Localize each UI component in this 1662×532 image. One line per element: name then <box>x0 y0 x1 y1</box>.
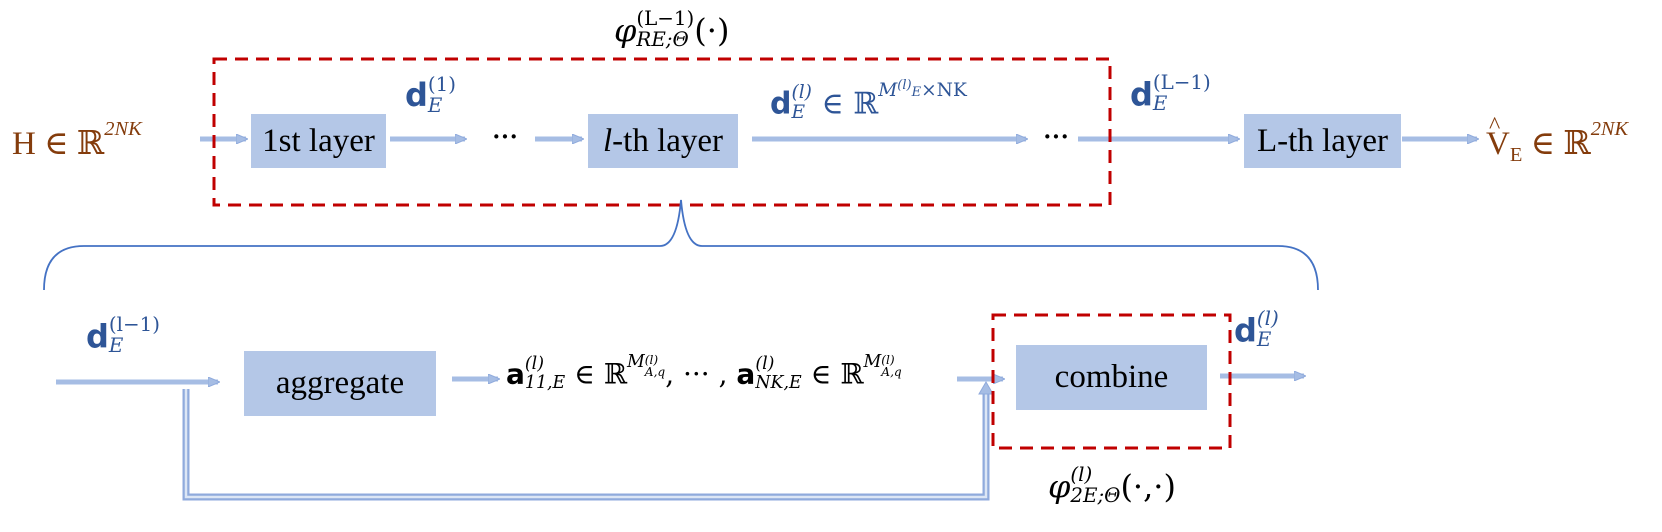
d-out-label: d(l)E <box>1234 307 1279 351</box>
last-layer-label: L-th layer <box>1256 122 1389 159</box>
ellipsis-2: ··· <box>1043 122 1070 151</box>
dl-label: d(l)E ∈ ℝM(l)E×NK <box>770 78 967 123</box>
combine-box: combine <box>1016 345 1207 410</box>
aggregate-label: aggregate <box>275 365 405 401</box>
phi-2e-label: φ(l)2E;Θ(·,·) <box>1048 463 1176 507</box>
lth-layer-label: l-th layer <box>602 122 724 159</box>
skip-connection-inner <box>184 389 988 499</box>
a-expression: a(l)11,E ∈ ℝM(l)A,q, ··· , a(l)NK,E ∈ ℝM… <box>506 352 902 393</box>
dL1-label: d(L−1)E <box>1130 71 1211 115</box>
combine-label: combine <box>1054 359 1169 395</box>
input-label: H ∈ ℝ2NK <box>12 117 142 162</box>
brace <box>43 199 1319 291</box>
dashed-frame-phi-2e <box>991 313 1232 450</box>
skip-connection-head <box>978 381 994 395</box>
dashed-frame-phi-re <box>212 57 1112 207</box>
output-label: V ^ E ∈ ℝ2NK <box>1486 113 1629 167</box>
lth-layer-box: l-th layer <box>588 114 738 168</box>
last-layer-box: L-th layer <box>1244 114 1401 168</box>
first-layer-label: 1st layer <box>262 122 375 159</box>
d1-label: d(1)E <box>405 73 456 117</box>
first-layer-box: 1st layer <box>251 114 386 168</box>
bottom-arrows <box>56 376 1304 382</box>
ellipsis-1: ··· <box>492 122 519 151</box>
d-in-label: d(l−1)E <box>86 313 160 357</box>
phi-re-label: φ(L−1)RE;Θ(·) <box>614 7 730 51</box>
aggregate-box: aggregate <box>244 351 436 416</box>
